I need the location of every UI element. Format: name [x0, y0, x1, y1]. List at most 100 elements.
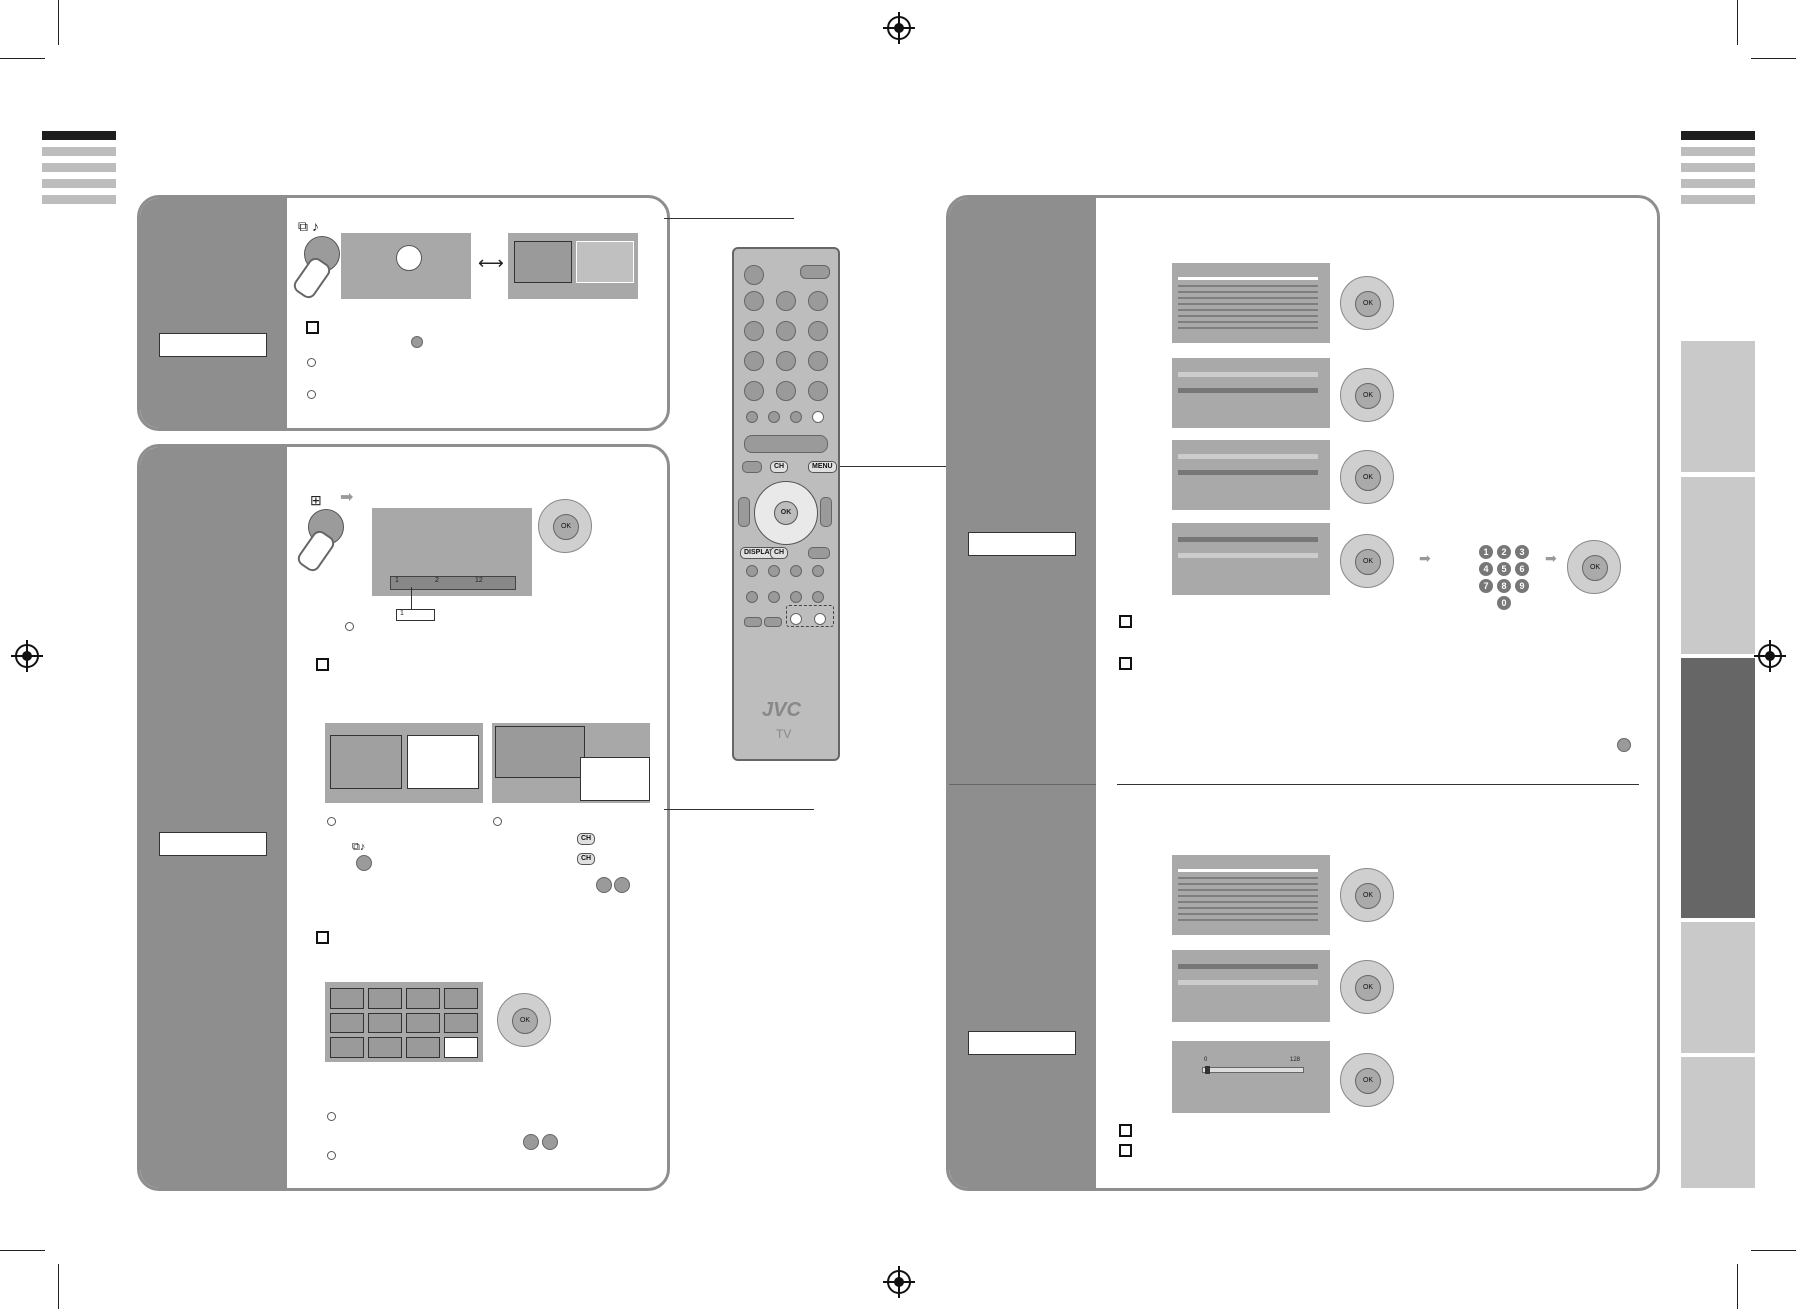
- tv-screen-split: [508, 233, 638, 299]
- function-button[interactable]: [790, 591, 802, 603]
- up-button-mini: [596, 877, 612, 893]
- dpad[interactable]: OK: [754, 481, 818, 545]
- chapter-tab-active[interactable]: [1681, 658, 1755, 918]
- pip-label-2[interactable]: 2: [435, 577, 439, 584]
- crop-mark: [58, 0, 59, 45]
- key-2[interactable]: 2: [1497, 545, 1511, 559]
- key-3[interactable]: 3: [1515, 545, 1529, 559]
- exit-button[interactable]: [808, 547, 830, 559]
- volume-rocker[interactable]: [744, 435, 828, 453]
- numeric-keypad: 1 2 3 4 5 6 7 8 9 0: [1479, 545, 1539, 610]
- chapter-tab[interactable]: [1681, 922, 1755, 1053]
- back-button[interactable]: [742, 461, 762, 473]
- ch-up-button[interactable]: CH: [770, 461, 789, 473]
- ok-pad[interactable]: OK: [1340, 450, 1394, 504]
- volume-slider[interactable]: [1202, 1066, 1304, 1074]
- numeric-button[interactable]: [808, 351, 828, 371]
- ok-pad[interactable]: OK: [497, 993, 551, 1047]
- chapter-tab[interactable]: [1681, 477, 1755, 654]
- note-checkbox: [1119, 657, 1132, 670]
- menu-button[interactable]: MENU: [808, 461, 837, 473]
- ok-pad[interactable]: OK: [1567, 540, 1621, 594]
- arrow-right-icon: ➡: [340, 489, 354, 506]
- arrow-right-icon: ➡: [1545, 550, 1557, 566]
- color-button[interactable]: [812, 411, 824, 423]
- key-0[interactable]: 0: [1497, 596, 1511, 610]
- numeric-button[interactable]: [744, 351, 764, 371]
- key-8[interactable]: 8: [1497, 579, 1511, 593]
- numeric-button[interactable]: [776, 381, 796, 401]
- numeric-button[interactable]: [744, 381, 764, 401]
- numeric-button[interactable]: [808, 321, 828, 341]
- menu-screen: [1172, 263, 1330, 343]
- pip-menu-bar: 1 2 12: [390, 576, 516, 590]
- remote-control: CH MENU OK DISPLAY CH JVC TV: [732, 247, 840, 761]
- ok-pad[interactable]: OK: [1340, 534, 1394, 588]
- pip-sound-button[interactable]: [790, 613, 802, 625]
- function-button[interactable]: [768, 591, 780, 603]
- color-button[interactable]: [768, 411, 780, 423]
- function-button[interactable]: [746, 565, 758, 577]
- teletext-button[interactable]: [764, 617, 782, 627]
- key-6[interactable]: 6: [1515, 562, 1529, 576]
- numeric-button[interactable]: [808, 381, 828, 401]
- side-button[interactable]: [820, 497, 832, 527]
- ok-pad[interactable]: OK: [1340, 368, 1394, 422]
- registration-mark: [11, 640, 43, 672]
- numeric-button[interactable]: [744, 321, 764, 341]
- tv-screen-picture-in-picture: [492, 723, 650, 803]
- pip-label-12[interactable]: 12: [475, 577, 483, 584]
- key-5[interactable]: 5: [1497, 562, 1511, 576]
- ch-down-button[interactable]: CH: [770, 547, 789, 559]
- color-button-icon: [1617, 738, 1631, 752]
- side-button[interactable]: [738, 497, 750, 527]
- display-button[interactable]: DISPLAY: [740, 547, 778, 559]
- arrow-right-icon: ➡: [1419, 550, 1431, 566]
- numeric-button[interactable]: [776, 321, 796, 341]
- numeric-button[interactable]: [744, 291, 764, 311]
- function-button[interactable]: [812, 565, 824, 577]
- pip-button[interactable]: [814, 613, 826, 625]
- power-button[interactable]: [744, 265, 764, 285]
- input-button[interactable]: [800, 265, 830, 279]
- crop-mark: [1737, 1264, 1738, 1309]
- chapter-tab[interactable]: [1681, 341, 1755, 472]
- key-9[interactable]: 9: [1515, 579, 1529, 593]
- tv-screen-multi-grid: [325, 982, 483, 1062]
- pip-icon: ⊞: [310, 492, 322, 508]
- color-button[interactable]: [746, 411, 758, 423]
- brand-logo: JVC: [762, 699, 801, 721]
- function-button[interactable]: [790, 565, 802, 577]
- chapter-tab[interactable]: [1681, 1057, 1755, 1188]
- menu-screen: [1172, 950, 1330, 1022]
- ok-pad[interactable]: OK: [1340, 1053, 1394, 1107]
- function-button[interactable]: [768, 565, 780, 577]
- model-line: TV: [776, 727, 792, 741]
- key-1[interactable]: 1: [1479, 545, 1493, 559]
- ok-pad[interactable]: OK: [1340, 276, 1394, 330]
- menu-screen: [1172, 523, 1330, 595]
- crop-mark: [0, 58, 45, 59]
- left-tab-strips: [42, 131, 116, 211]
- section-rule: [1117, 784, 1639, 785]
- key-4[interactable]: 4: [1479, 562, 1493, 576]
- menu-screen: [1172, 358, 1330, 428]
- color-button[interactable]: [790, 411, 802, 423]
- numeric-button[interactable]: [776, 291, 796, 311]
- tv-screen-full: [341, 233, 471, 299]
- ok-pad[interactable]: OK: [1340, 868, 1394, 922]
- pip-label-1[interactable]: 1: [395, 577, 399, 584]
- function-button[interactable]: [812, 591, 824, 603]
- ok-button[interactable]: OK: [774, 501, 798, 525]
- ok-pad[interactable]: OK: [538, 499, 592, 553]
- note-checkbox: [1119, 1144, 1132, 1157]
- numeric-button[interactable]: [808, 291, 828, 311]
- ch-down-mini: CH: [577, 853, 596, 865]
- function-button[interactable]: [746, 591, 758, 603]
- ch-up-mini: CH: [577, 833, 596, 845]
- teletext-button[interactable]: [744, 617, 762, 627]
- ok-pad[interactable]: OK: [1340, 960, 1394, 1014]
- numeric-button[interactable]: [776, 351, 796, 371]
- bullet-point: [327, 817, 336, 826]
- key-7[interactable]: 7: [1479, 579, 1493, 593]
